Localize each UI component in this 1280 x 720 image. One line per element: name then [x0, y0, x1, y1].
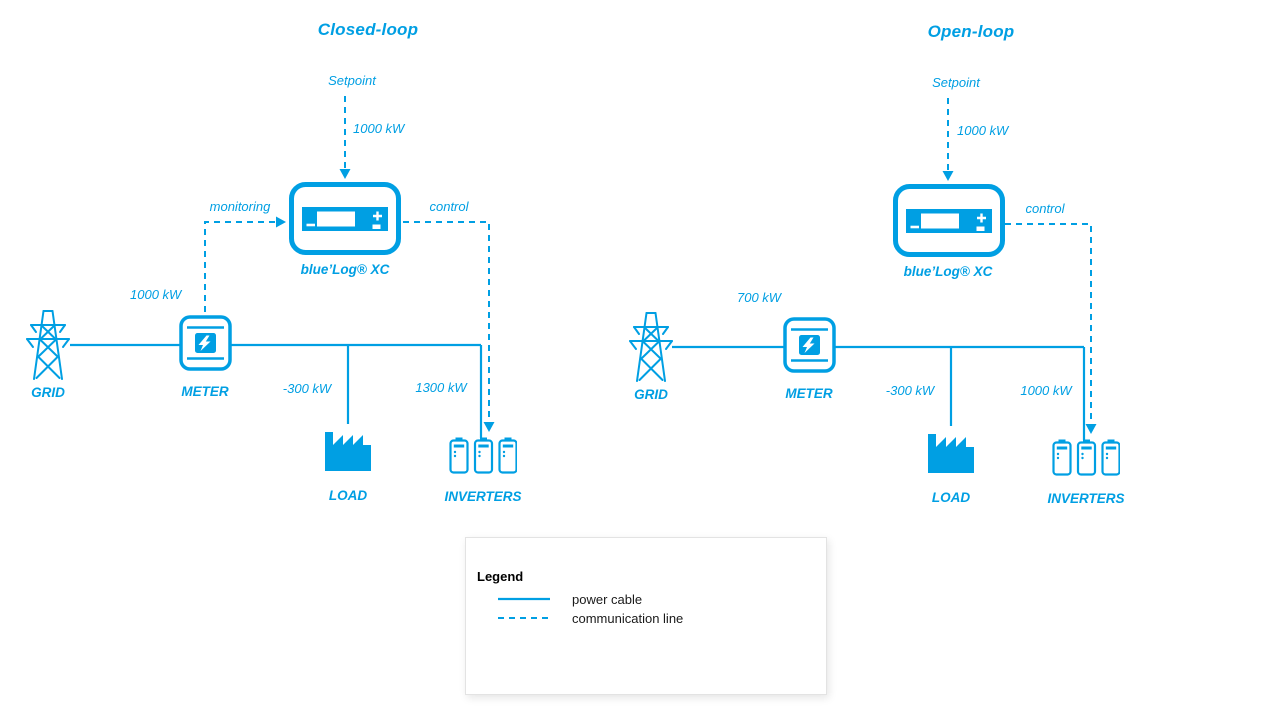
open-inverters-value: 1000 kW: [1020, 383, 1072, 398]
open-grid-label: GRID: [634, 387, 668, 402]
open-grid-icon: [627, 308, 675, 382]
open-grid-value: 700 kW: [737, 290, 782, 305]
closed-loop-title: Closed-loop: [317, 20, 419, 39]
open-setpoint-label: Setpoint: [932, 75, 980, 90]
arrowhead-icon: [1085, 424, 1097, 434]
arrowhead-icon: [942, 171, 954, 181]
closed-setpoint-value: 1000 kW: [353, 121, 405, 136]
open-meter-icon: [783, 317, 836, 373]
closed-inverters-value: 1300 kW: [415, 380, 467, 395]
closed-meter-label: METER: [181, 384, 229, 399]
closed-inverters-label: INVERTERS: [444, 489, 522, 504]
open-meter-label: METER: [785, 386, 833, 401]
arrowhead-icon: [483, 422, 495, 432]
legend-item-label: communication line: [572, 610, 684, 626]
open-inverters-label: INVERTERS: [1047, 491, 1125, 506]
closed-load-value: -300 kW: [282, 381, 332, 396]
open-loop-title: Open-loop: [927, 22, 1015, 41]
communication-line: [204, 221, 276, 312]
open-datalogger-icon: [893, 184, 1005, 257]
legend-item-power-cable: power cable: [498, 591, 643, 607]
closed-grid-value: 1000 kW: [130, 287, 182, 302]
open-load-icon: [923, 425, 979, 473]
closed-meter-icon: [179, 315, 232, 371]
closed-device-label: blue’Log® XC: [300, 262, 390, 277]
closed-monitoring-label: monitoring: [209, 199, 271, 214]
closed-datalogger-icon: [289, 182, 401, 255]
closed-load-label: LOAD: [328, 488, 368, 503]
legend-item-label: power cable: [572, 591, 643, 607]
closed-inverters-icon: [449, 437, 517, 474]
legend-item-communication-line: communication line: [498, 610, 684, 626]
legend-title: Legend: [477, 569, 524, 584]
closed-control-label: control: [429, 199, 469, 214]
arrowhead-icon: [339, 169, 351, 179]
open-control-label: control: [1025, 201, 1065, 216]
closed-grid-label: GRID: [31, 385, 65, 400]
open-load-value: -300 kW: [885, 383, 935, 398]
closed-grid-icon: [24, 306, 72, 380]
open-inverters-icon: [1052, 439, 1120, 476]
legend-panel: Legend power cable communication line: [465, 537, 827, 695]
communication-line-sample: [498, 617, 550, 619]
open-setpoint-value: 1000 kW: [957, 123, 1009, 138]
power-cable-line-sample: [498, 597, 550, 601]
arrowhead-icon: [276, 216, 286, 228]
open-device-label: blue’Log® XC: [903, 264, 993, 279]
closed-load-icon: [320, 423, 376, 471]
closed-setpoint-label: Setpoint: [328, 73, 376, 88]
open-load-label: LOAD: [931, 490, 971, 505]
